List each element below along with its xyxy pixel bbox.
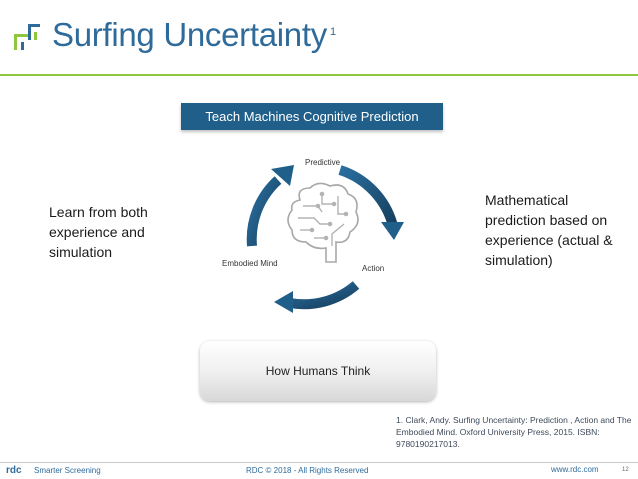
footer-copyright: RDC © 2018 - All Rights Reserved bbox=[246, 466, 369, 475]
footer-tagline: Smarter Screening bbox=[34, 466, 101, 475]
title-divider bbox=[0, 74, 638, 76]
cycle-arrowhead-action bbox=[381, 222, 404, 240]
right-description: Mathematical prediction based on experie… bbox=[485, 192, 613, 268]
cycle-arrow-embodied-to-predictive bbox=[246, 176, 282, 247]
teach-machines-box: Teach Machines Cognitive Prediction bbox=[181, 103, 443, 130]
how-humans-think-box: How Humans Think bbox=[200, 341, 436, 401]
footer-logo: rdc bbox=[6, 465, 22, 476]
footer-url-link[interactable]: www.rdc.com bbox=[551, 465, 599, 474]
page-number: 12 bbox=[622, 467, 629, 473]
cycle-arrowhead-predictive bbox=[271, 165, 294, 186]
footnote-citation: 1. Clark, Andy. Surfing Uncertainty: Pre… bbox=[396, 415, 632, 449]
brain-circuit-icon bbox=[287, 182, 359, 263]
cycle-arrow-predictive-to-action bbox=[338, 165, 398, 228]
left-description: Learn from both experience and simulatio… bbox=[49, 204, 148, 260]
footer-divider bbox=[0, 462, 638, 463]
title-footnote-ref: 1 bbox=[329, 26, 336, 38]
rdc-logo-icon bbox=[14, 24, 40, 50]
cycle-arrow-action-to-embodied bbox=[289, 281, 360, 310]
cycle-label-embodied-mind: Embodied Mind bbox=[222, 259, 278, 268]
cycle-label-action: Action bbox=[362, 264, 385, 273]
cycle-label-predictive: Predictive bbox=[305, 158, 341, 167]
cycle-arrowhead-embodied bbox=[274, 291, 293, 313]
